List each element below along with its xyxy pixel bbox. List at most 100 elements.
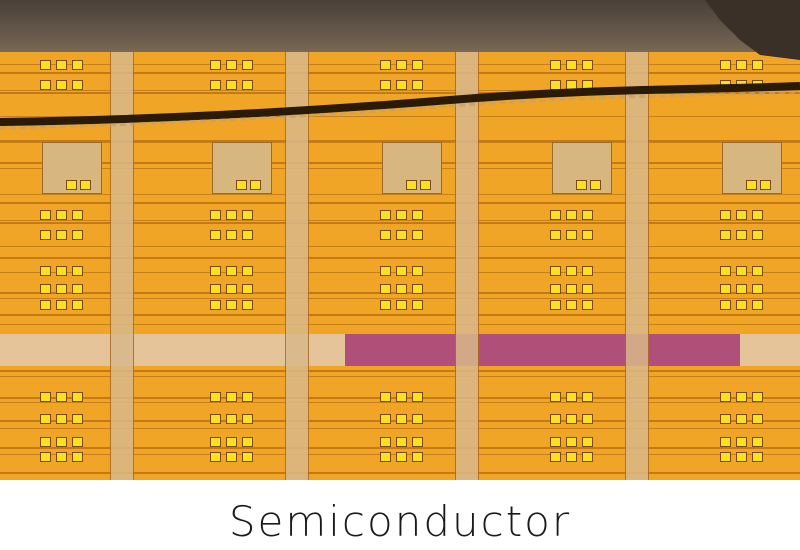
contact-pad xyxy=(56,230,67,240)
contact-pad xyxy=(56,284,67,294)
contact-pad xyxy=(736,60,747,70)
vertical-trace xyxy=(625,52,649,480)
contact-pad xyxy=(72,392,83,402)
contact-pad xyxy=(396,437,407,447)
contact-pad xyxy=(566,60,577,70)
contact-pad xyxy=(226,452,237,462)
semiconductor-micrograph xyxy=(0,0,800,480)
contact-pad xyxy=(242,210,253,220)
contact-pad xyxy=(746,180,757,190)
contact-pad xyxy=(736,414,747,424)
contact-pad xyxy=(550,414,561,424)
contact-pad xyxy=(566,392,577,402)
contact-pad xyxy=(226,414,237,424)
contact-pad xyxy=(550,284,561,294)
contact-pad xyxy=(582,437,593,447)
contact-pad xyxy=(752,230,763,240)
contact-pad xyxy=(66,180,77,190)
contact-pad xyxy=(56,437,67,447)
contact-pad xyxy=(566,452,577,462)
contact-pad xyxy=(582,210,593,220)
contact-pad xyxy=(380,210,391,220)
contact-pad xyxy=(582,60,593,70)
contact-pad xyxy=(566,266,577,276)
wafer-edge xyxy=(0,0,800,54)
contact-pad xyxy=(720,210,731,220)
contact-pad xyxy=(720,437,731,447)
contact-pad xyxy=(236,180,247,190)
contact-pad xyxy=(56,60,67,70)
contact-pad xyxy=(210,266,221,276)
contact-pad xyxy=(396,60,407,70)
contact-pad xyxy=(380,60,391,70)
contact-pad xyxy=(40,230,51,240)
contact-pad xyxy=(380,300,391,310)
contact-pad xyxy=(736,392,747,402)
trace-line xyxy=(0,92,800,94)
contact-pad xyxy=(752,300,763,310)
contact-pad xyxy=(752,284,763,294)
contact-pad xyxy=(752,60,763,70)
contact-pad xyxy=(412,210,423,220)
contact-pad xyxy=(396,284,407,294)
contact-pad xyxy=(566,230,577,240)
contact-pad xyxy=(226,266,237,276)
contact-pad xyxy=(40,266,51,276)
contact-pad xyxy=(242,80,253,90)
contact-pad xyxy=(412,266,423,276)
contact-pad xyxy=(582,452,593,462)
contact-pad xyxy=(412,452,423,462)
contact-pad xyxy=(550,300,561,310)
contact-pad xyxy=(210,60,221,70)
contact-pad xyxy=(40,60,51,70)
contact-pad xyxy=(56,452,67,462)
contact-pad xyxy=(72,437,83,447)
contact-pad xyxy=(250,180,261,190)
contact-pad xyxy=(550,60,561,70)
contact-pad xyxy=(566,300,577,310)
magenta-band xyxy=(345,334,740,366)
contact-pad xyxy=(226,80,237,90)
contact-pad xyxy=(56,300,67,310)
trace-line xyxy=(0,72,800,74)
contact-pad xyxy=(380,452,391,462)
contact-pad xyxy=(396,210,407,220)
contact-pad xyxy=(226,392,237,402)
contact-pad xyxy=(40,437,51,447)
contact-pad xyxy=(720,392,731,402)
contact-pad xyxy=(242,452,253,462)
contact-pad xyxy=(550,392,561,402)
contact-pad xyxy=(582,284,593,294)
contact-pad xyxy=(226,60,237,70)
contact-pad xyxy=(550,452,561,462)
contact-pad xyxy=(396,230,407,240)
contact-pad xyxy=(40,392,51,402)
contact-pad xyxy=(566,284,577,294)
contact-pad xyxy=(720,452,731,462)
contact-pad xyxy=(752,210,763,220)
contact-pad xyxy=(752,392,763,402)
contact-pad xyxy=(226,230,237,240)
trace-line xyxy=(0,314,800,316)
contact-pad xyxy=(210,230,221,240)
contact-pad xyxy=(720,300,731,310)
contact-pad xyxy=(210,452,221,462)
trace-line xyxy=(0,257,800,259)
contact-pad xyxy=(396,392,407,402)
contact-pad xyxy=(242,230,253,240)
contact-pad xyxy=(72,60,83,70)
contact-pad xyxy=(752,452,763,462)
contact-pad xyxy=(736,266,747,276)
contact-pad xyxy=(736,284,747,294)
contact-pad xyxy=(720,266,731,276)
contact-pad xyxy=(550,210,561,220)
contact-pad xyxy=(72,300,83,310)
contact-pad xyxy=(566,414,577,424)
contact-pad xyxy=(56,414,67,424)
contact-pad xyxy=(720,284,731,294)
contact-pad xyxy=(40,284,51,294)
contact-pad xyxy=(242,300,253,310)
contact-pad xyxy=(226,210,237,220)
contact-pad xyxy=(40,210,51,220)
contact-pad xyxy=(550,266,561,276)
